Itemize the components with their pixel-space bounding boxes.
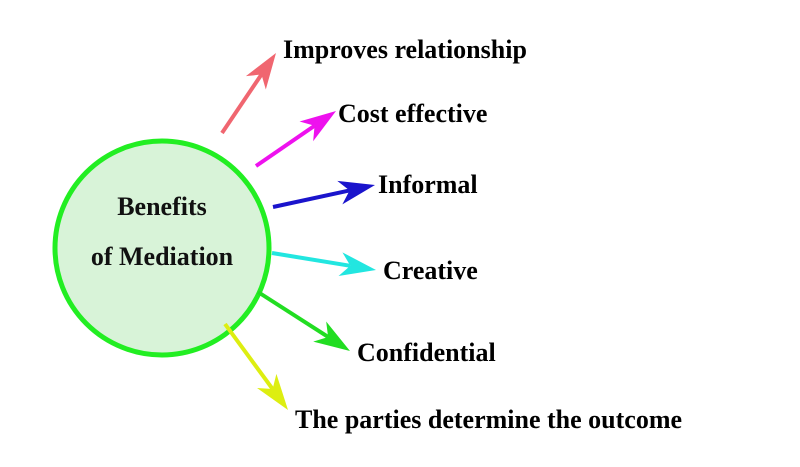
arrow-shaft (220, 73, 264, 135)
arrow-0 (220, 53, 276, 135)
center-circle (52, 138, 272, 358)
arrow-head (299, 111, 336, 142)
arrow-head (257, 373, 288, 410)
arrow-shaft (254, 124, 316, 168)
benefit-label-creative: Creative (383, 256, 478, 285)
arrow-1 (254, 111, 336, 168)
arrow-head (337, 180, 375, 205)
benefit-label-confidential: Confidential (357, 338, 496, 367)
benefit-label-improves-relationship: Improves relationship (283, 35, 527, 64)
benefit-label-informal: Informal (378, 170, 478, 199)
arrow-head (245, 53, 276, 90)
benefit-label-parties-determine-outcome: The parties determine the outcome (295, 405, 683, 434)
arrow-shaft (272, 188, 351, 209)
center-title: Benefits of Mediation (54, 182, 270, 282)
benefit-label-cost-effective: Cost effective (338, 99, 488, 128)
arrow-head (313, 321, 350, 351)
arrow-2 (272, 180, 375, 209)
arrow-head (338, 252, 376, 277)
arrow-3 (271, 251, 376, 277)
center-title-line2: of Mediation (90, 242, 234, 271)
arrow-5 (223, 322, 288, 410)
arrow-shaft (271, 251, 351, 268)
center-title-line1: Benefits (117, 192, 207, 221)
arrow-shaft (223, 322, 275, 391)
arrow-shaft (256, 290, 330, 339)
arrow-4 (256, 290, 350, 351)
